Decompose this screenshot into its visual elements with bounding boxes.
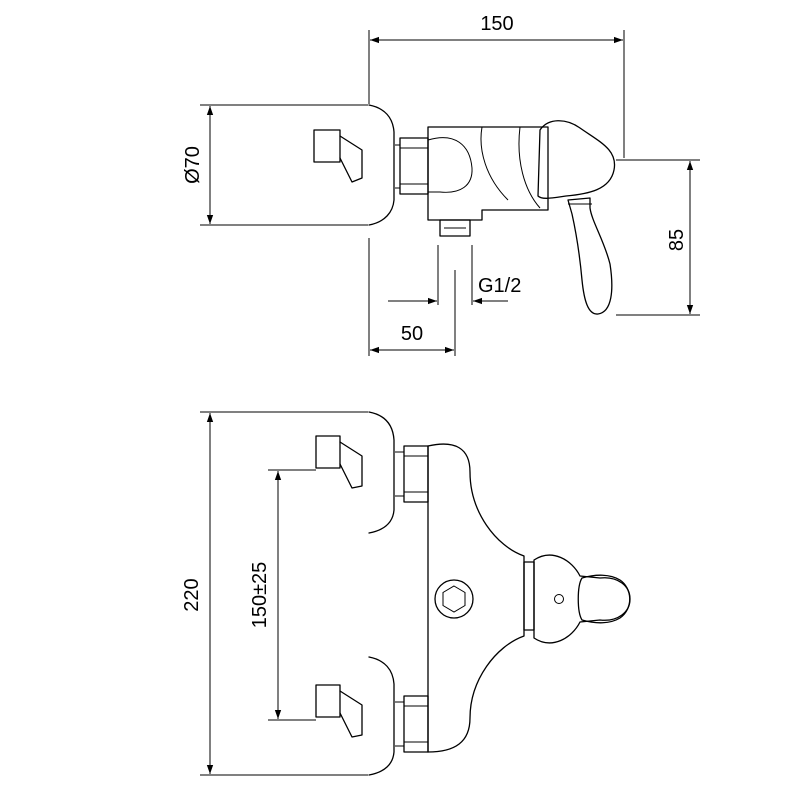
- wall-flange-top: [368, 411, 395, 534]
- mixer-body-side: [427, 126, 549, 221]
- wall-flange-bottom: [368, 656, 395, 776]
- lever-head-front: [533, 554, 631, 644]
- front-view: [315, 411, 631, 776]
- dim-center-distance: 150±25: [249, 562, 271, 629]
- eccentric-neck-side: [339, 135, 363, 183]
- dim-width-total: 150: [480, 13, 513, 35]
- side-dimensions: 150 Ø70 85 50 G1/2: [182, 13, 700, 356]
- eccentric-cap-top: [315, 435, 341, 469]
- collar-front: [523, 561, 535, 631]
- lever-handle-side: [567, 197, 613, 315]
- hex-nut-top: [403, 445, 429, 503]
- eccentric-cap-bottom: [315, 684, 341, 718]
- dim-diameter: Ø70: [182, 146, 204, 184]
- dim-thread: G1/2: [478, 275, 521, 297]
- hex-nut-bottom: [403, 695, 429, 753]
- mixer-body-front: [427, 443, 525, 753]
- wall-flange-side: [368, 104, 395, 226]
- front-dimensions: 220 150±25: [181, 411, 368, 776]
- dim-height-handle: 85: [666, 229, 688, 251]
- lever-head-side: [537, 120, 616, 199]
- eccentric-cap-side: [313, 129, 341, 163]
- dim-outlet-offset: 50: [401, 323, 423, 345]
- dim-total-height: 220: [181, 578, 203, 611]
- outlet-nut-front: [434, 579, 474, 619]
- outlet-side: [439, 219, 471, 237]
- hex-nut-side: [399, 137, 429, 195]
- lever-knob-front: [577, 574, 631, 624]
- side-view: [313, 104, 616, 315]
